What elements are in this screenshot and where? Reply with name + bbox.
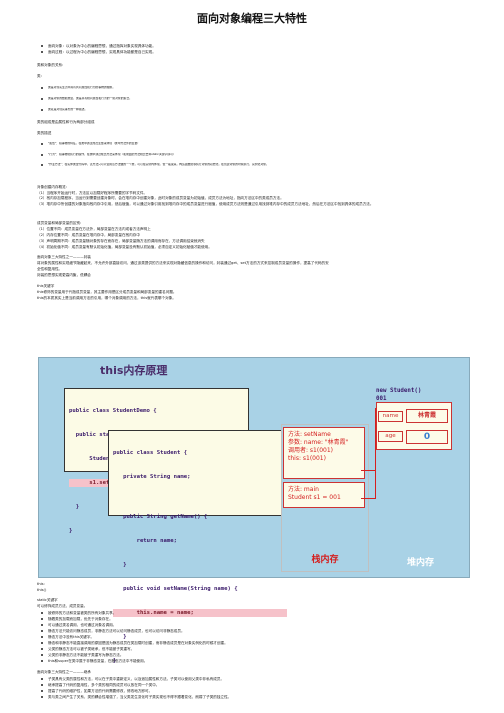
stack-frame-main: 方法: main Student s1 = 001 [283,482,365,508]
class-desc-heading: 类的描述 [37,131,52,135]
code-line: } [113,634,127,640]
frame-method: 方法: main [288,486,319,493]
inherit-item: 提高了代码的维护性，如果方法的代码需要修改，修改地方即可。 [41,689,477,693]
inherit-heading: 面向对象三大特性之一———继承 [37,670,91,674]
page-title: 面向对象编程三大特性 [197,12,307,25]
field-age-value: 0 [406,430,448,444]
static-item: 可以通过类名调用，也可通过对象名调用。 [41,623,477,627]
class-item: 类是对现实生活中具有共同属性和行为的事物的抽象。 [41,86,477,90]
reference-arrow [375,408,377,499]
vars-heading: 成员变量和局部变量的区别: [37,221,82,225]
encap-heading: 面向对象三大特性之一———封装 [37,255,91,259]
inherit-item: 子类具有父类的属性和方法，可以在子类中重新定义，以及追加属性和方法。子类可以使用… [41,677,477,681]
static-item: 静态和非静态不能直接调用的原因是因为静态成员在类加载时创建，而非静态成员是在对象… [41,641,477,645]
intro-item-oop: 面向对象：以对象为中心的编程思想，通过指挥对象实现具体功能。 [41,44,477,48]
code-line: } [69,504,80,510]
this-memory-diagram: this内存原理 public class StudentDemo { publ… [38,357,470,664]
this-heading: this关键字 [37,284,55,288]
static-item: this和super在类中属于非静态变量，在静态方法中不能使用。 [41,659,477,663]
class-item: 类就是对现实事务的一种描述。 [41,108,477,112]
class-label: 类： [37,74,45,78]
this-line: this修饰的变量用于代指成员变量，其主要作用是区分成员变量和局部变量的重名问题… [37,290,177,294]
object-header: new Student() 001 [376,388,421,403]
memory-line: （2）栈内存加载程序，当运行到需要创建对象时，会在堆内存中创建对象，此时对象的成… [37,196,284,200]
frame-param: 参数: name: "林青霞" [288,439,349,446]
frame-caller: 调用者: s1(001) [288,447,334,454]
class-desc-item: "属性"：指事物的特征，在类中通过成员变量来体现（类中方法外的变量） [41,142,477,146]
memory-line: （3）堆内存中所创建的对象指向栈内存中引用，然后赋值，可以通过对象引用找到堆内存… [37,202,374,206]
inherit-item: 类与类之间产生了关系，类的耦合性增强了，当父类发生变化时子类实现也不得不跟着变化… [41,695,477,699]
code-line: } [113,658,117,664]
static-sub: 可以修饰成员方法、成员变量。 [37,604,88,608]
static-item: 静态方法只能访问静态成员，非静态方法可以访问静态成员，也可以访问非静态成员。 [41,629,477,633]
code-line: public void setName(String name) { [113,586,238,592]
reference-arrow [361,470,375,472]
heap-label: 堆内存 [406,558,434,568]
code-line: return name; [113,538,177,544]
after-diagram-line: this: [37,582,45,586]
class-desc-item: "行为"：指事物能执行的操作，在类中通过成员方法来体现（和前面的方法相比去掉st… [41,153,477,157]
vars-line: （4）初始化值不同：成员变量有默认初始化值，局部变量没有默认初始值，必须自定义初… [37,245,212,249]
code-box-student: public class Student { private String na… [108,430,292,664]
object-new: new Student() [376,388,422,394]
code-line: public class StudentDemo { [69,408,157,414]
field-name-label: name [378,411,403,422]
vars-line: （1）位置不同：成员变量在方法外，局部变量在方法内或者方法声明上 [37,227,151,231]
static-heading: static关键字 [37,598,58,602]
code-line: public class Student { [113,450,188,456]
encap-line: 封装的思想实现更高内聚，低耦合 [37,273,91,277]
frame-method: 方法: setName [288,431,331,438]
inherit-item: 继承提高了代码的复用性，多个类的相同的成员可以放在同一个类中。 [41,683,477,687]
encap-line: 全性和复用性。 [37,267,63,271]
static-item: 父类的非静态方法不能被子类重写为静态方法。 [41,653,477,657]
class-object-heading: 类和对象的关系: [37,63,64,67]
reference-arrow [361,498,375,500]
diagram-title: this内存原理 [100,364,168,377]
class-components-heading: 类的组成是由属性和行为两部分组成 [37,120,95,124]
object-address: 001 [376,395,387,402]
intro-item-pop: 面向过程：以过程为中心的编程思想，实现具体功能都是自己实现。 [41,50,477,54]
code-line: } [113,562,127,568]
vars-line: （3）声明周期不同：成员变量随对象的存在而存在，局部变量随方法的调用而存在，方法… [37,239,205,243]
class-desc-item: "作业方法"：在实体类里代码中，该方法只可以使用该方法做的一个类，可以在实例内体… [41,163,477,167]
frame-this: this: s1(001) [288,455,326,462]
heap-object: name 林青霞 age 0 [376,402,452,450]
after-diagram-line: this() [37,588,47,592]
memory-line: （1）当程序开始运行时，方法区以加载好程序所需要的字节码文件。 [37,191,148,195]
stack-frame-setname: 方法: setName 参数: name: "林青霞" 调用者: s1(001)… [283,427,365,479]
memory-heading: 对象创建内存概览: [37,185,67,189]
static-item: 父类的静态方法可以被子类继承，但不能被子类重写。 [41,647,477,651]
code-line: } [69,528,73,534]
frame-var: Student s1 = 001 [288,494,341,501]
field-name-value: 林青霞 [406,409,448,423]
code-line-highlight: this.name = name; [113,609,287,617]
encap-line: 将对象的属性和实现细节隐藏起来，不允许外部直接访问，通过该类提供的方法来实现对隐… [37,261,329,265]
class-item: 类是对象的数据类型，类是具有相同属性和行为的一组对象的集合。 [41,97,477,101]
stack-label: 栈内存 [311,555,339,565]
code-line: private String name; [113,474,191,480]
code-line: public String getName() { [113,514,208,520]
static-item: 被修饰的方法和变量被类的所有对象共享。 [41,611,477,615]
static-item: 静态方法中没有this关键字。 [41,635,477,639]
this-line: this的本质其实上是当前调用方法的引用，哪个对象调用的方法，this就代表哪个… [37,296,176,300]
field-age-label: age [378,431,403,442]
vars-line: （2）内存位置不同：成员变量在堆内存中，局部变量在栈内存中 [37,233,140,237]
static-item: 随着类的加载而加载，优先于对象存在。 [41,617,477,621]
